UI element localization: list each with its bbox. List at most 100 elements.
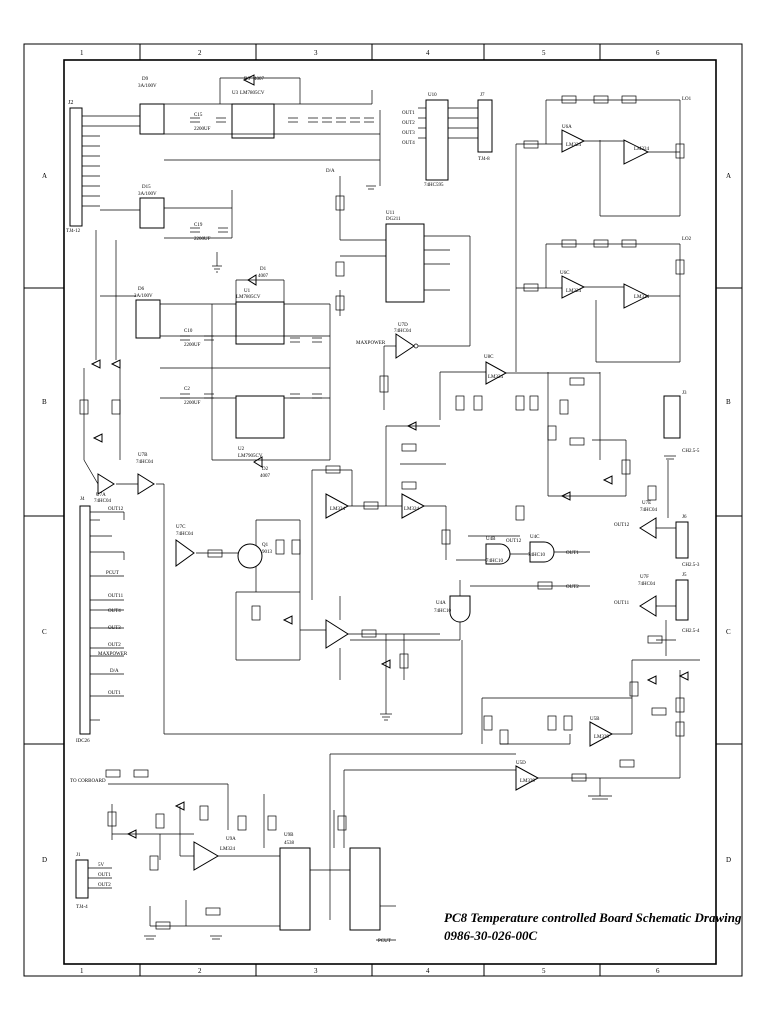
u8c-value: LM324 [488, 375, 504, 380]
u5b-comparator [589, 721, 614, 747]
grid-col-4-top: 4 [426, 49, 430, 57]
j7-value: TJ4-8 [478, 157, 490, 162]
u7c-inverter [175, 539, 195, 567]
r34-resistor [563, 715, 573, 731]
r67-resistor [547, 425, 557, 441]
logic-out12-label: OUT12 [506, 539, 522, 544]
r24-resistor [523, 140, 539, 149]
u5b-value: LM339 [594, 735, 610, 740]
r10-resistor [675, 697, 685, 713]
r33-resistor [79, 399, 89, 415]
j4-da-label: D/A [110, 669, 119, 674]
u7b-inverter [137, 473, 155, 495]
grid-row-c-left: C [42, 628, 47, 636]
u7a-value: 74HC04 [94, 499, 111, 504]
r14-resistor [561, 95, 577, 104]
u4b-ref: U4B [486, 537, 496, 542]
grid-row-b-right: B [726, 398, 731, 406]
r19-resistor [629, 681, 639, 697]
grid-col-6-bottom: 6 [656, 967, 660, 975]
r25-resistor [647, 635, 663, 644]
j3-value: CH2.5-5 [682, 449, 700, 454]
u7e-inverter [639, 517, 657, 539]
j2-value: TJ4-12 [66, 229, 81, 234]
bottom-left-section: J1 TJ4-4 5V OUT1 OUT2 TO CORBOARD U9A LM… [70, 769, 612, 944]
r1-resistor [537, 581, 553, 590]
grid-row-d-left: D [42, 856, 47, 864]
j4-out1-label: OUT1 [108, 691, 121, 696]
grid-col-6-top: 6 [656, 49, 660, 57]
u6a-value: LM324 [566, 143, 582, 148]
u10-out1-label: OUT1 [402, 111, 415, 116]
grid-col-2-bottom: 2 [198, 967, 202, 975]
u4b-nand [485, 543, 511, 565]
r20-resistor [237, 815, 247, 831]
u10-value: 74HC595 [424, 183, 444, 188]
c15-ref: C15 [194, 113, 203, 118]
u7d-inverter [395, 333, 415, 359]
u10-out2-label: OUT2 [402, 121, 415, 126]
grid-col-5-top: 5 [542, 49, 546, 57]
u7c-ref: U7C [176, 525, 186, 530]
u6c-ref: U6C [560, 271, 570, 276]
u4c-nand [529, 541, 555, 563]
grid-row-b-left: B [42, 398, 47, 406]
r50-resistor [275, 539, 285, 555]
logic-out1-label: OUT1 [566, 551, 579, 556]
r40-resistor [379, 375, 389, 393]
u7b-ref: U7B [138, 453, 148, 458]
u7b-value: 74HC04 [136, 460, 153, 465]
u9b-value: 4538 [284, 841, 295, 846]
drawing-number: 0986-30-026-00C [444, 928, 537, 943]
d5-diode [90, 359, 101, 369]
u7f-ref: U7F [640, 575, 649, 580]
u10-out4-label: OUT4 [402, 141, 415, 146]
u5d-value: LM339 [520, 779, 536, 784]
logic-out2-label: OUT2 [566, 585, 579, 590]
r44-resistor [559, 399, 569, 415]
c19-value: 2200UF [194, 237, 211, 242]
u5-section: U5B LM339 U5D LM339 [329, 659, 700, 920]
u9a-ref: U9A [226, 837, 236, 842]
d15-value: 3A/100V [138, 192, 157, 197]
j1-connector [75, 859, 89, 899]
u10-ref: U10 [428, 93, 437, 98]
u8d-opamp [325, 619, 349, 649]
u8b-opamp [401, 493, 426, 519]
d8-zener [380, 659, 391, 669]
lo1-label: LO1 [682, 97, 692, 102]
j6-connector [675, 521, 689, 559]
r53-resistor [529, 395, 539, 411]
d7-diode [126, 829, 137, 839]
u4a-ref: U4A [436, 601, 446, 606]
grid-col-5-bottom: 5 [542, 967, 546, 975]
toboard-label: TO CORBOARD [70, 779, 106, 784]
u8c-ref: U8C [484, 355, 494, 360]
q1-ref: Q1 [262, 543, 269, 548]
u3-regulator [231, 103, 275, 139]
r22-resistor [621, 95, 637, 104]
d9-value: 3A/100V [138, 84, 157, 89]
j3-connector [663, 395, 681, 439]
r35-resistor [455, 395, 465, 411]
u6d-value: LM324 [634, 295, 650, 300]
right-out11-label: OUT11 [614, 601, 630, 606]
channel-lo2: U6C LM324 LM324 LO2 [516, 237, 692, 363]
j4-ref: J4 [80, 497, 85, 502]
r51-resistor [515, 395, 525, 411]
u4a-value: 74HC10 [434, 609, 451, 614]
u3-value: LM7805CV [240, 91, 265, 96]
j6-ref: J6 [682, 515, 687, 520]
analog-chain: U8C LM324 LM324 LM324 [311, 355, 631, 600]
d20-zener [406, 421, 417, 431]
r58-resistor [569, 377, 585, 386]
r49-resistor [441, 529, 451, 545]
r54-resistor [499, 729, 509, 745]
u10-ic [425, 99, 449, 181]
u5d-ref: U5D [516, 761, 526, 766]
r42-resistor [335, 261, 345, 277]
u3-ref: U3 [232, 91, 239, 96]
r60-resistor [569, 437, 585, 446]
c15-value: 2200UF [194, 127, 211, 132]
r31-resistor [547, 715, 557, 731]
